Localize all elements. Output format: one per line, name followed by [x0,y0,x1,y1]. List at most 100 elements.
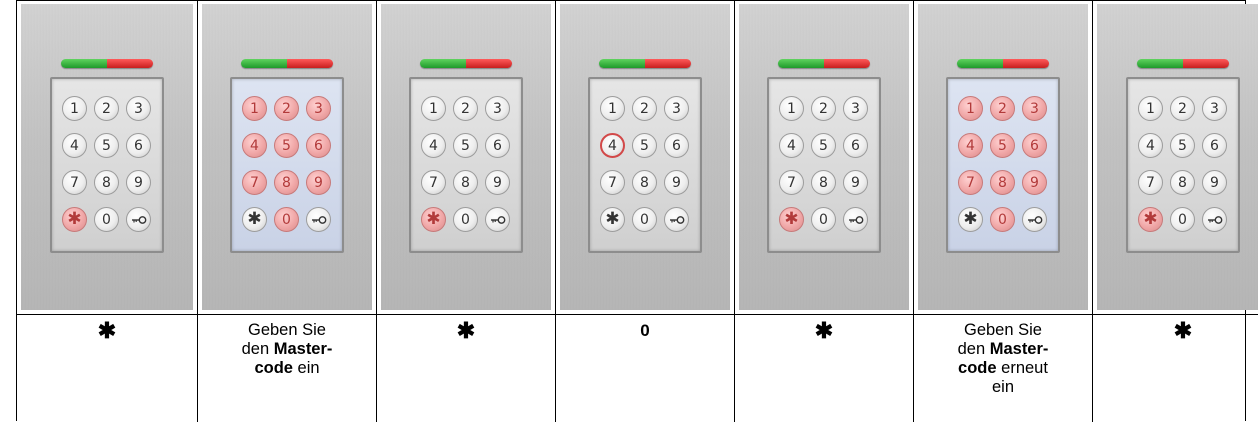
key-star: ✱ [421,207,446,232]
red-led [1003,59,1049,68]
key-star: ✱ [242,207,267,232]
green-led [599,59,645,68]
key-9: 9 [306,170,331,195]
key-unlock [1202,207,1227,232]
key-icon [131,215,147,225]
red-led [287,59,333,68]
key-unlock [843,207,868,232]
key-4: 4 [421,133,446,158]
key-5: 5 [811,133,836,158]
key-9: 9 [843,170,868,195]
asterisk-icon: ✱ [1143,211,1157,228]
asterisk-icon: ✱ [963,211,977,228]
red-led [645,59,691,68]
key-icon [490,215,506,225]
key-6: 6 [664,133,689,158]
key-2: 2 [94,96,119,121]
key-icon [311,215,327,225]
key-5: 5 [632,133,657,158]
key-unlock [664,207,689,232]
green-led [420,59,466,68]
key-0: 0 [1170,207,1195,232]
key-star: ✱ [779,207,804,232]
asterisk-icon: ✱ [247,211,261,228]
key-7: 7 [242,170,267,195]
key-icon [1207,215,1223,225]
key-5: 5 [1170,133,1195,158]
key-unlock [485,207,510,232]
status-led-bar [1137,59,1229,68]
key-4: 4 [779,133,804,158]
key-icon [1027,215,1043,225]
key-2: 2 [632,96,657,121]
key-1: 1 [242,96,267,121]
key-8: 8 [632,170,657,195]
key-6: 6 [843,133,868,158]
key-star: ✱ [1138,207,1163,232]
key-8: 8 [990,170,1015,195]
key-8: 8 [811,170,836,195]
key-star: ✱ [62,207,87,232]
status-led-bar [599,59,691,68]
red-led [466,59,512,68]
green-led [241,59,287,68]
key-2: 2 [274,96,299,121]
red-led [824,59,870,68]
key-4: 4 [62,133,87,158]
key-3: 3 [843,96,868,121]
red-led [107,59,153,68]
key-3: 3 [126,96,151,121]
asterisk-icon: ✱ [605,211,619,228]
caption-step-7: ✱ [1093,315,1258,422]
key-icon [669,215,685,225]
status-led-bar [778,59,870,68]
key-8: 8 [94,170,119,195]
status-led-bar [957,59,1049,68]
key-9: 9 [664,170,689,195]
key-2: 2 [990,96,1015,121]
key-7: 7 [1138,170,1163,195]
key-4: 4 [600,133,625,158]
key-unlock [306,207,331,232]
status-led-bar [420,59,512,68]
key-4: 4 [958,133,983,158]
key-2: 2 [811,96,836,121]
key-1: 1 [958,96,983,121]
status-led-bar [61,59,153,68]
key-5: 5 [94,133,119,158]
key-7: 7 [421,170,446,195]
key-7: 7 [779,170,804,195]
key-9: 9 [126,170,151,195]
asterisk-icon: ✱ [784,211,798,228]
key-4: 4 [242,133,267,158]
caption-step-1: ✱ [17,315,198,422]
key-0: 0 [453,207,478,232]
key-2: 2 [453,96,478,121]
key-6: 6 [1202,133,1227,158]
caption-step-3: ✱ [377,315,556,422]
key-0: 0 [990,207,1015,232]
key-6: 6 [306,133,331,158]
green-led [957,59,1003,68]
key-unlock [126,207,151,232]
key-6: 6 [485,133,510,158]
key-icon [848,215,864,225]
